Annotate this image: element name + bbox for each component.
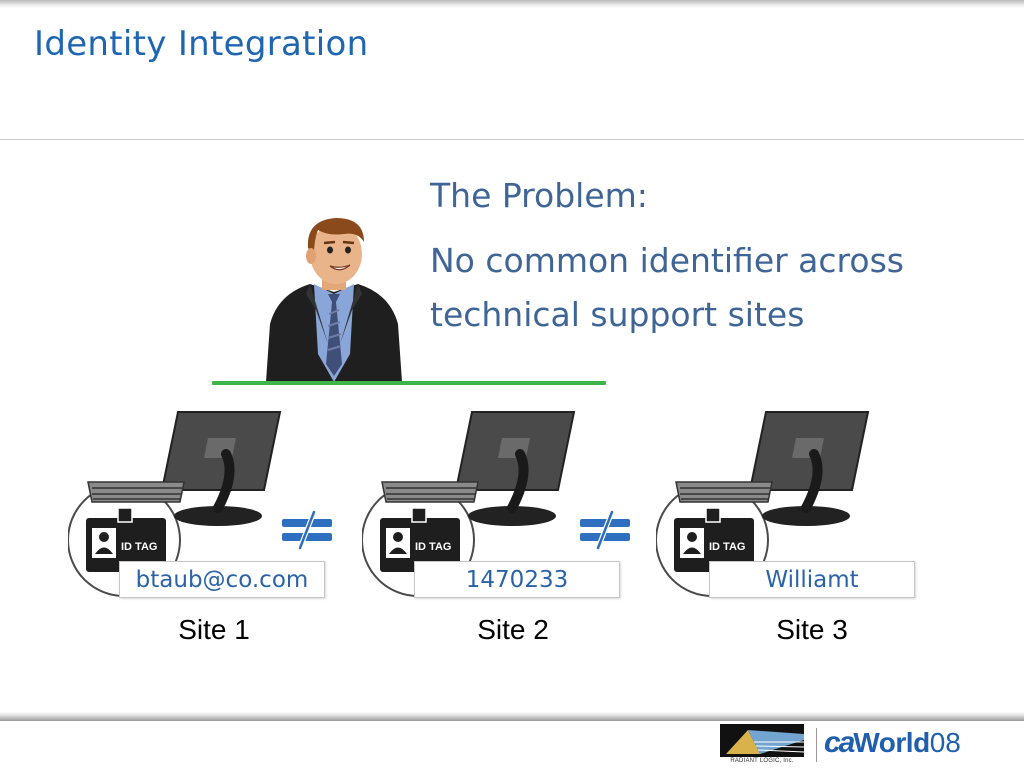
id-tag-badge-icon: ID TAG: [86, 507, 166, 572]
site-1: ID TAG btaub@co.com Site 1: [68, 404, 398, 664]
computer-monitor-keyboard-icon: ID TAG: [68, 411, 282, 597]
id-tag-badge-icon: ID TAG: [380, 507, 460, 572]
badge-label: ID TAG: [415, 541, 451, 553]
badge-label: ID TAG: [121, 541, 157, 553]
problem-statement: The Problem: No common identifier across…: [430, 176, 1010, 342]
site-2-identifier: 1470233: [414, 561, 620, 598]
world-logo-text: World: [853, 727, 930, 758]
logo-divider: [816, 728, 817, 762]
title-divider: [0, 139, 1024, 140]
computer-monitor-keyboard-icon: ID TAG: [362, 411, 576, 597]
site-3-label: Site 3: [776, 614, 848, 645]
site-2-label: Site 2: [477, 614, 549, 645]
ca-world-08-logo: caWorld08: [824, 726, 961, 764]
top-edge-shadow: [0, 0, 1024, 8]
ca-logo-text: ca: [824, 726, 855, 759]
site-1-label: Site 1: [178, 614, 250, 645]
radiant-logic-logo: [720, 724, 804, 757]
connector-line: [212, 381, 606, 385]
site-2: ID TAG 1470233 Site 2: [362, 404, 692, 664]
bottom-edge-shadow: [0, 712, 1024, 721]
site-1-identifier: btaub@co.com: [119, 561, 325, 598]
badge-label: ID TAG: [709, 541, 745, 553]
not-equal-icon: [282, 510, 332, 550]
year-logo-text: 08: [929, 727, 961, 758]
site-3: ID TAG Williamt Site 3: [656, 404, 986, 664]
computer-monitor-keyboard-icon: ID TAG: [656, 411, 870, 597]
problem-heading: The Problem:: [430, 176, 648, 215]
footer-logos: RADIANT LOGIC, Inc. caWorld08: [718, 722, 1018, 768]
radiant-logic-text: RADIANT LOGIC, Inc.: [730, 758, 794, 764]
id-tag-badge-icon: ID TAG: [674, 507, 754, 572]
slide-title: Identity Integration: [34, 24, 369, 64]
site-3-identifier: Williamt: [709, 561, 915, 598]
not-equal-icon: [580, 510, 630, 550]
businessman-illustration-icon: [266, 218, 402, 382]
problem-text: No common identifier across technical su…: [430, 241, 904, 334]
